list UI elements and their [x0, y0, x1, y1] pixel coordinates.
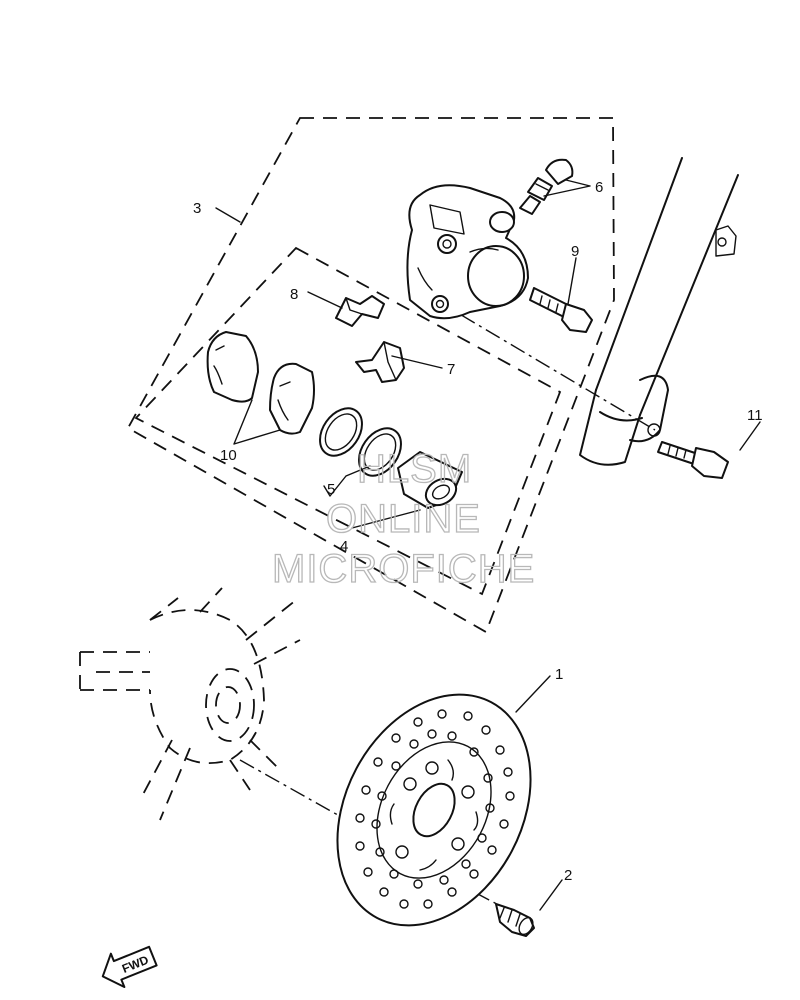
- callout-8: 8: [290, 286, 298, 303]
- callout-2: 2: [564, 867, 572, 884]
- fork-bolt: [657, 441, 729, 479]
- pad-spring: [335, 295, 385, 327]
- callout-9: 9: [571, 243, 579, 260]
- leader-lines: [215, 179, 761, 911]
- callout-11: 11: [747, 407, 763, 424]
- callout-7: 7: [447, 361, 455, 378]
- caliper-bolt: [529, 287, 593, 333]
- callout-3: 3: [193, 200, 201, 217]
- caliper-body: [406, 184, 529, 320]
- front-fork: [579, 157, 739, 466]
- piston: [397, 451, 463, 509]
- callout-4: 4: [340, 538, 348, 555]
- piston-seals: [319, 407, 402, 477]
- watermark-line-1: HLSM: [357, 447, 472, 491]
- callout-5: 5: [327, 481, 335, 498]
- fwd-arrow-icon: [101, 945, 158, 989]
- fwd-arrow: FWD: [101, 945, 158, 989]
- brake-disc: [336, 693, 532, 927]
- disc-bolt: [495, 903, 535, 937]
- caliper-assembly-boundary: [126, 117, 615, 634]
- watermark-line-2: ONLINE: [326, 497, 481, 541]
- callout-10: 10: [220, 447, 237, 464]
- wheel-hub: [79, 587, 301, 821]
- brake-pads: [206, 331, 315, 435]
- callout-1: 1: [555, 666, 563, 683]
- pad-kit-boundary: [134, 246, 562, 596]
- bleed-screw: [519, 158, 574, 215]
- callout-6: 6: [595, 179, 603, 196]
- pad-support: [355, 341, 405, 383]
- watermark-line-3: MICROFICHE: [272, 547, 535, 591]
- disc-vent-holes: [355, 709, 515, 909]
- alignment-line-caliper-fork: [435, 299, 656, 431]
